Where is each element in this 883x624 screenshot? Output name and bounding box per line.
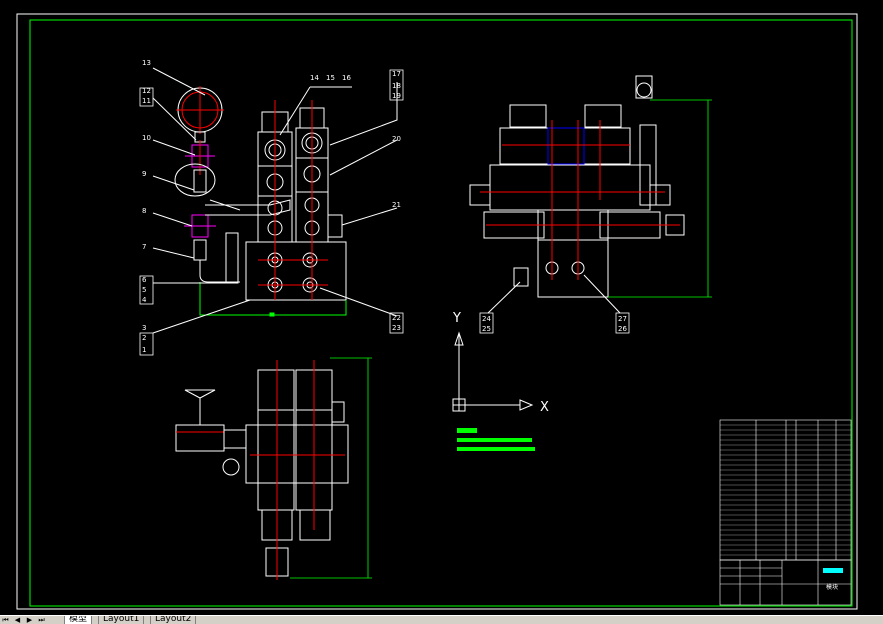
title-block-mark xyxy=(823,568,843,573)
layout-tab-bar: ⏮ ◀ ▶ ⏭ 模型 Layout1 Layout2 xyxy=(0,615,883,624)
balloon-21: 21 xyxy=(392,201,401,209)
balloon-19: 19 xyxy=(392,92,401,100)
balloon-6: 6 xyxy=(142,276,147,284)
balloon-20: 20 xyxy=(392,135,401,143)
balloon-boxes xyxy=(139,69,630,356)
last-icon[interactable]: ⏭ xyxy=(38,616,45,624)
tab-layout2[interactable]: Layout2 xyxy=(150,616,197,624)
balloon-2: 2 xyxy=(142,334,146,342)
top-view xyxy=(175,360,349,580)
prev-icon[interactable]: ◀ xyxy=(14,616,21,624)
balloon-22: 22 xyxy=(392,314,401,322)
balloon-14: 14 xyxy=(310,74,319,82)
side-view xyxy=(469,75,685,298)
tab-model[interactable]: 模型 xyxy=(64,616,93,624)
ucs-icon xyxy=(452,331,534,412)
balloon-5: 5 xyxy=(142,286,146,294)
front-view-balloons: 13 12 11 10 9 8 7 6 5 4 3 2 1 14 15 16 1… xyxy=(142,59,401,354)
ucs-y-label: Y xyxy=(452,311,461,326)
balloon-4: 4 xyxy=(142,296,147,304)
balloon-18: 18 xyxy=(392,82,401,90)
top-view-dimension xyxy=(290,357,372,579)
front-view xyxy=(174,86,347,317)
balloon-12: 12 xyxy=(142,87,151,95)
ucs-x-label: X xyxy=(540,400,549,415)
tab-layout1[interactable]: Layout1 xyxy=(98,616,145,624)
balloon-15: 15 xyxy=(326,74,335,82)
balloon-3: 3 xyxy=(142,324,146,332)
title-block xyxy=(719,559,852,606)
balloon-25: 25 xyxy=(482,325,491,333)
balloon-16: 16 xyxy=(342,74,351,82)
technical-notes xyxy=(457,428,535,451)
next-icon[interactable]: ▶ xyxy=(26,616,33,624)
first-icon[interactable]: ⏮ xyxy=(2,616,9,624)
side-view-leaders xyxy=(487,274,621,314)
balloon-7: 7 xyxy=(142,243,146,251)
front-view-leaders xyxy=(152,67,398,334)
balloon-11: 11 xyxy=(142,97,151,105)
balloon-26: 26 xyxy=(618,325,627,333)
balloon-10: 10 xyxy=(142,134,151,142)
balloon-24: 24 xyxy=(482,315,491,323)
sheet-inner-frame xyxy=(29,19,853,607)
balloon-9: 9 xyxy=(142,170,146,178)
parts-list-rows xyxy=(720,424,851,556)
balloon-8: 8 xyxy=(142,207,146,215)
balloon-13: 13 xyxy=(142,59,151,67)
title-block-name: 模块 xyxy=(826,583,838,591)
balloon-17: 17 xyxy=(392,70,401,78)
side-view-balloons: 24 25 27 26 xyxy=(482,315,627,333)
side-view-dimension xyxy=(608,99,712,298)
balloon-23: 23 xyxy=(392,324,401,332)
sheet-outer-border xyxy=(16,13,858,610)
balloon-27: 27 xyxy=(618,315,627,323)
balloon-1: 1 xyxy=(142,346,146,354)
